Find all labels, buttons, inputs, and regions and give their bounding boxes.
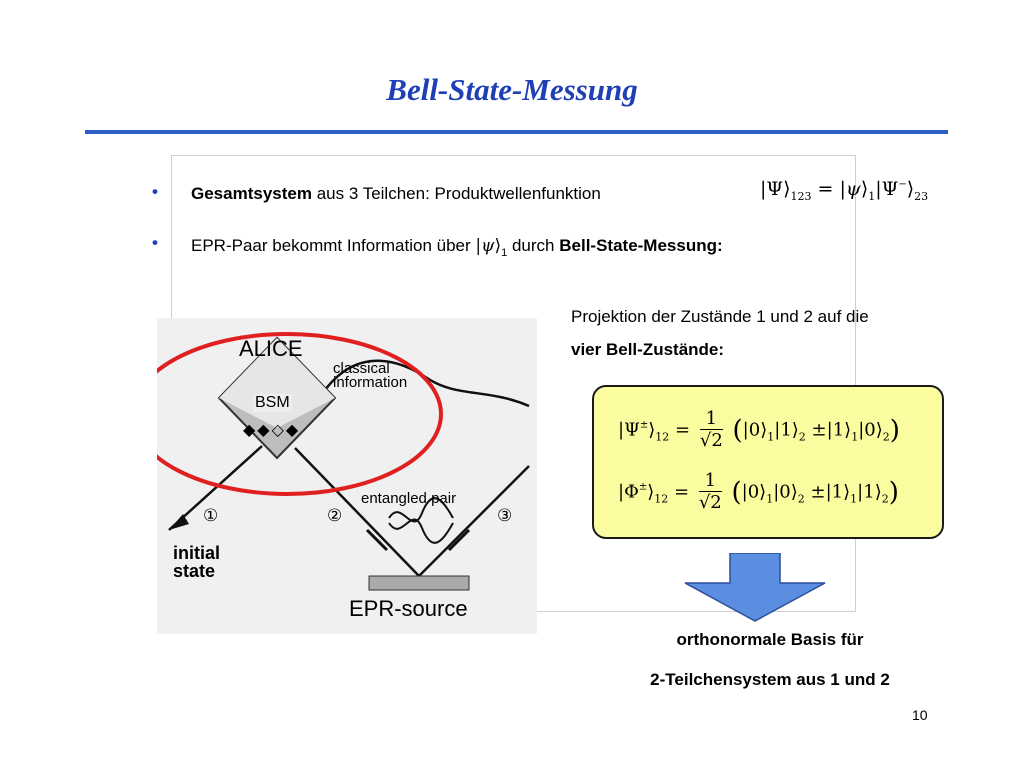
teleportation-figure: ALICE BSM ◆◆◇◆ classical information ent…	[131, 318, 537, 634]
bell-states-box: |Ψ±⟩12 = 1√2 (|0⟩1|1⟩2 ±|1⟩1|0⟩2) |Φ±⟩12…	[592, 385, 944, 539]
phi-a: 0	[747, 481, 760, 503]
bullet-2-psi: ψ	[481, 236, 495, 256]
formula-equals: =	[817, 178, 834, 200]
phi-num: 1	[698, 471, 722, 492]
label-1: ①	[203, 506, 219, 525]
psi-pm: ±	[639, 419, 649, 431]
phi-a-sub: 1	[766, 492, 774, 506]
bsm-top-face	[219, 338, 335, 428]
classical-line-2: information	[333, 374, 408, 391]
classical-info-label: classical information	[333, 360, 408, 391]
epr-source-box	[368, 575, 470, 591]
bullet-1: Gesamtsystem aus 3 Teilchen: Produktwell…	[191, 184, 601, 204]
entangled-wave	[388, 497, 454, 523]
result-line-1: orthonormale Basis für	[676, 630, 864, 649]
beam-1	[168, 445, 263, 531]
bullet-2-sub: 1	[501, 247, 508, 259]
epr-source-label: EPR-source	[349, 596, 468, 621]
psi-a: 0	[748, 419, 761, 441]
psi-c-sub: 1	[851, 430, 859, 444]
bell-state-phi: |Φ±⟩12 = 1√2 (|0⟩1|0⟩2 ±|1⟩1|1⟩2)	[618, 470, 899, 514]
psi-c: 1	[832, 419, 845, 441]
product-wavefunction: |Ψ⟩123 = |ψ⟩1|Ψ−⟩23	[760, 178, 929, 203]
slide-title: Bell-State-Messung	[386, 72, 638, 107]
phi-c: 1	[831, 481, 844, 503]
phi-d: 1	[863, 481, 875, 503]
initial-line-2: state	[173, 561, 216, 581]
formula-sub-123: 123	[790, 190, 812, 203]
bullet-2-text: EPR-Paar bekommt Information über	[191, 236, 476, 255]
entangled-wave-2	[388, 518, 454, 544]
psi-num: 1	[699, 409, 723, 430]
psi-a-sub: 1	[767, 430, 775, 444]
alice-label: ALICE	[239, 336, 303, 361]
psi-d-sub: 2	[882, 430, 890, 444]
beam-2	[294, 447, 420, 577]
formula-minus: −	[898, 179, 907, 190]
formula-psi: Ψ	[766, 178, 784, 200]
beam-3	[418, 465, 530, 577]
initial-line-1: initial	[173, 543, 221, 563]
arrow-3	[447, 528, 471, 552]
down-arrow-icon	[684, 553, 826, 622]
psi-b-sub: 2	[798, 430, 806, 444]
bullet-1-text: aus 3 Teilchen: Produktwellenfunktion	[311, 184, 601, 203]
arrow-2	[365, 528, 389, 552]
bullet-1-bold: Gesamtsystem	[191, 184, 312, 203]
label-3: ③	[497, 506, 513, 525]
formula-sub-1: 1	[868, 190, 876, 203]
phi-fraction: 1√2	[698, 471, 722, 514]
phi-eq: =	[674, 481, 690, 503]
bullet-marker: •	[152, 182, 158, 201]
bullet-2: EPR-Paar bekommt Information über |ψ⟩1 d…	[191, 236, 723, 259]
psi-symbol: Ψ	[624, 419, 640, 441]
phi-b: 0	[779, 481, 791, 503]
page-number: 10	[912, 707, 928, 723]
psi-op: ±	[811, 419, 827, 441]
psi-d: 0	[864, 419, 876, 441]
psi-b: 1	[780, 419, 792, 441]
phi-op: ±	[810, 481, 826, 503]
projection-line-2: vier Bell-Zustände:	[571, 340, 725, 359]
formula-psi-minus: Ψ	[881, 178, 899, 200]
phi-b-sub: 2	[797, 492, 805, 506]
bell-state-psi: |Ψ±⟩12 = 1√2 (|0⟩1|1⟩2 ±|1⟩1|0⟩2)	[618, 408, 900, 452]
formula-sub-23: 23	[914, 190, 929, 203]
bullet-2-text-after: durch	[507, 236, 560, 255]
phi-c-sub: 1	[850, 492, 858, 506]
bsm-markers: ◆◆◇◆	[243, 422, 301, 439]
initial-state-label: initial state	[173, 544, 220, 580]
label-2: ②	[327, 506, 343, 525]
phi-den: √2	[698, 492, 722, 513]
result-line-2: 2-Teilchensystem aus 1 und 2	[650, 670, 890, 689]
formula-psi-small: ψ	[845, 178, 861, 200]
psi-sub: 12	[655, 430, 670, 444]
arrow-head-1	[169, 514, 189, 530]
title-underline	[85, 130, 948, 134]
phi-d-sub: 2	[881, 492, 889, 506]
phi-pm: ±	[638, 481, 648, 493]
entangled-pair-label: entangled pair	[361, 490, 457, 507]
projection-text: Projektion der Zustände 1 und 2 auf die …	[571, 300, 869, 366]
psi-eq: =	[675, 419, 691, 441]
bullet-2-bold: Bell-State-Messung:	[559, 236, 723, 255]
phi-symbol: Φ	[624, 481, 639, 503]
bsm-label: BSM	[253, 394, 292, 412]
bullet-marker: •	[152, 233, 158, 252]
classical-line-1: classical	[333, 360, 390, 377]
projection-line-1: Projektion der Zustände 1 und 2 auf die	[571, 307, 869, 326]
phi-sub: 12	[654, 492, 669, 506]
psi-den: √2	[699, 430, 723, 451]
psi-fraction: 1√2	[699, 409, 723, 452]
